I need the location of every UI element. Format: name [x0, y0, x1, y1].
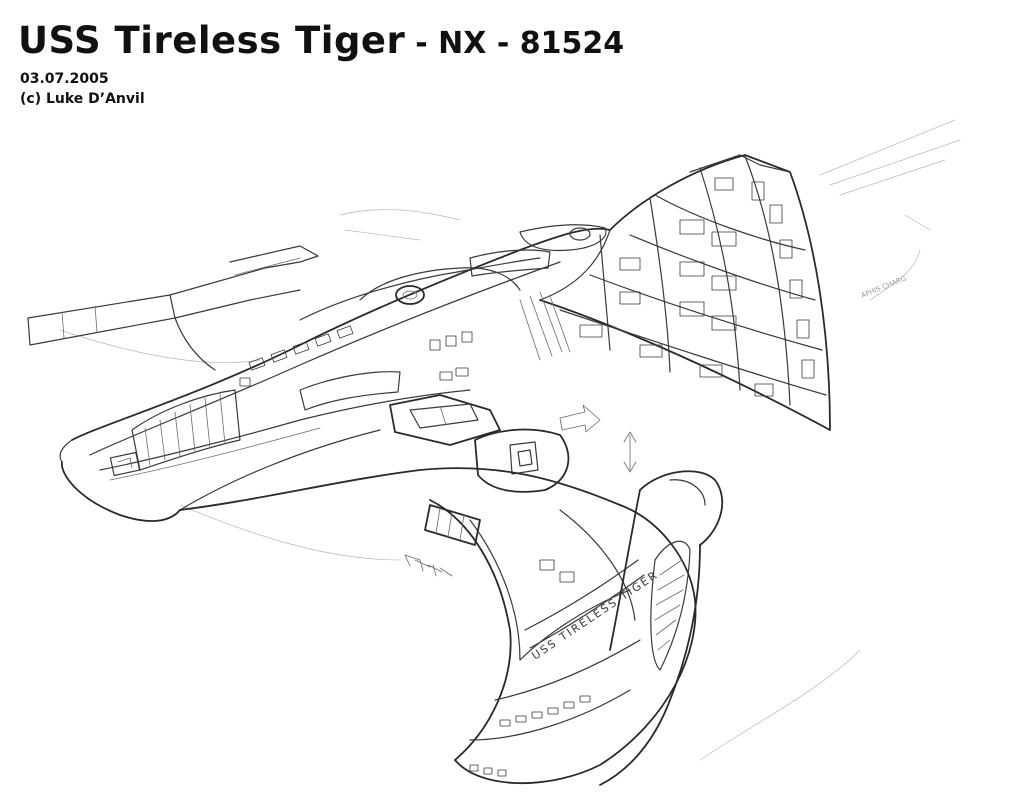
margin-note: APHIS CHARG — [860, 274, 908, 299]
hull-lettering: USS TIRELESS TIGER — [529, 568, 660, 662]
main-hull — [59, 224, 611, 522]
construction-lines — [59, 119, 961, 761]
engineering-hull — [179, 467, 697, 785]
ship-name: USS Tireless Tiger — [18, 19, 406, 62]
warp-nacelle — [599, 470, 724, 786]
drawing-date: 03.07.2005 — [20, 71, 109, 87]
neck-section — [389, 394, 637, 493]
page-title: USS Tireless Tiger - NX - 81524 — [18, 22, 624, 59]
primary-hull — [519, 154, 831, 431]
ship-registry: - NX - 81524 — [415, 26, 625, 61]
copyright-credit: (c) Luke D’Anvil — [20, 91, 145, 107]
rear-boom — [27, 245, 319, 371]
